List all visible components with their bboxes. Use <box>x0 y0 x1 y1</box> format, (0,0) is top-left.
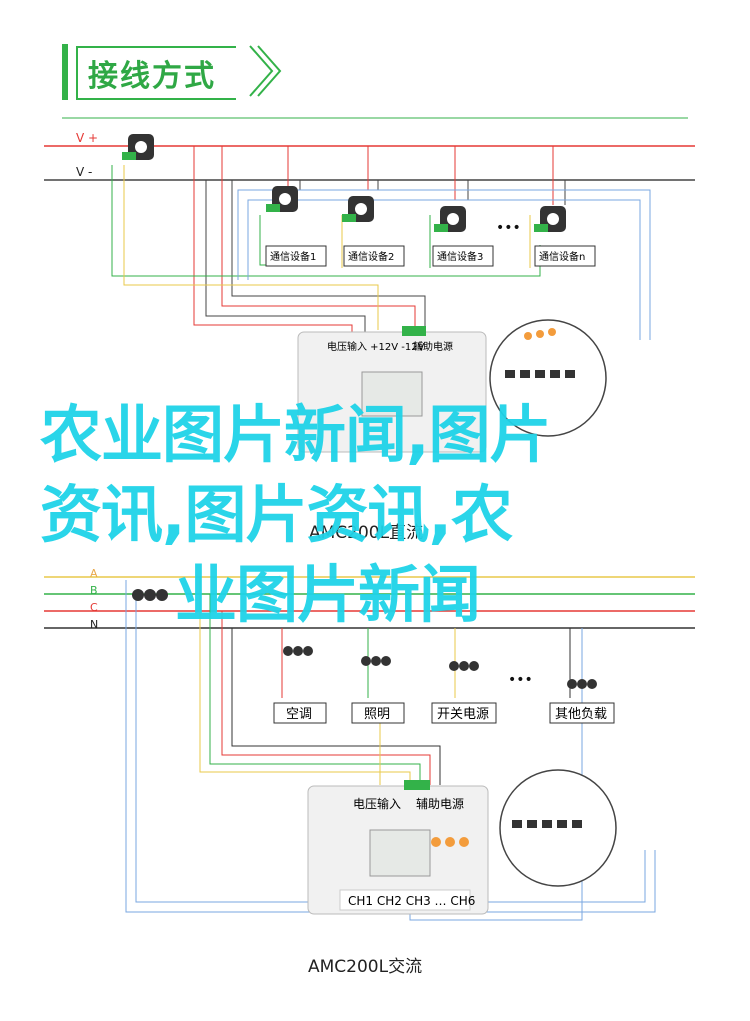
phase-c-label: C <box>90 601 98 614</box>
load-box-3 <box>431 702 497 724</box>
ac-terminal-block <box>404 780 430 790</box>
ac-channels-strip <box>339 889 471 911</box>
ac-sensor-2-icon <box>361 656 391 666</box>
phase-a-label: A <box>90 567 98 580</box>
device-box-n <box>534 245 596 267</box>
phase-b-label: B <box>90 584 98 597</box>
load-box-2 <box>351 702 405 724</box>
ac-sensor-1-icon <box>283 646 313 656</box>
dc-ellipsis: ••• <box>496 220 521 236</box>
dc-terminal-block <box>402 326 426 336</box>
dc-main-sensor-icon <box>122 134 154 160</box>
load-box-4 <box>549 702 615 724</box>
rail-neg-label: V - <box>76 165 92 179</box>
page-title: 接线方式 <box>88 59 216 94</box>
device-label-2: 通信设备2 <box>348 250 394 263</box>
phase-n-label: N <box>90 618 98 631</box>
sensor-1-icon <box>266 186 298 212</box>
dc-module-label-right: 辅助电源 <box>413 340 453 353</box>
sensor-2-icon <box>342 196 374 222</box>
device-box-3 <box>432 245 494 267</box>
ac-ellipsis: ••• <box>508 672 533 688</box>
ac-sensor-3-icon <box>449 661 479 671</box>
title-accent-bar <box>62 44 68 100</box>
device-label-3: 通信设备3 <box>437 250 483 263</box>
dc-module-label-left: 电压输入 +12V -12V <box>327 340 425 353</box>
section-title-box: 接线方式 <box>76 46 236 100</box>
device-label-1: 通信设备1 <box>270 250 316 263</box>
load-label-2: 照明 <box>364 707 390 722</box>
dc-caption: AMC200L直流 <box>309 523 424 543</box>
sensor-n-icon <box>534 206 566 232</box>
rail-pos-label: V + <box>76 131 98 145</box>
device-box-2 <box>343 245 405 267</box>
dc-zoom-circle <box>489 319 607 437</box>
ac-channels-label: CH1 CH2 CH3 … CH6 <box>348 894 475 908</box>
sensor-3-icon <box>434 206 466 232</box>
device-box-1 <box>265 245 327 267</box>
ac-module-label-right: 辅助电源 <box>416 797 464 811</box>
ac-main-sensor-icon <box>132 589 168 601</box>
load-label-1: 空调 <box>286 707 312 722</box>
ac-sensor-n-icon <box>567 679 597 689</box>
ac-meter-screen <box>369 829 431 877</box>
dc-meter-screen <box>361 371 423 417</box>
ac-caption: AMC200L交流 <box>308 957 423 977</box>
ac-zoom-ports <box>512 820 582 828</box>
load-box-1 <box>273 702 327 724</box>
load-label-3: 开关电源 <box>437 707 489 722</box>
load-label-4: 其他负载 <box>555 707 607 722</box>
device-label-n: 通信设备n <box>539 250 585 263</box>
dc-zoom-ports <box>505 370 575 378</box>
ac-module-label-left: 电压输入 <box>353 796 401 811</box>
